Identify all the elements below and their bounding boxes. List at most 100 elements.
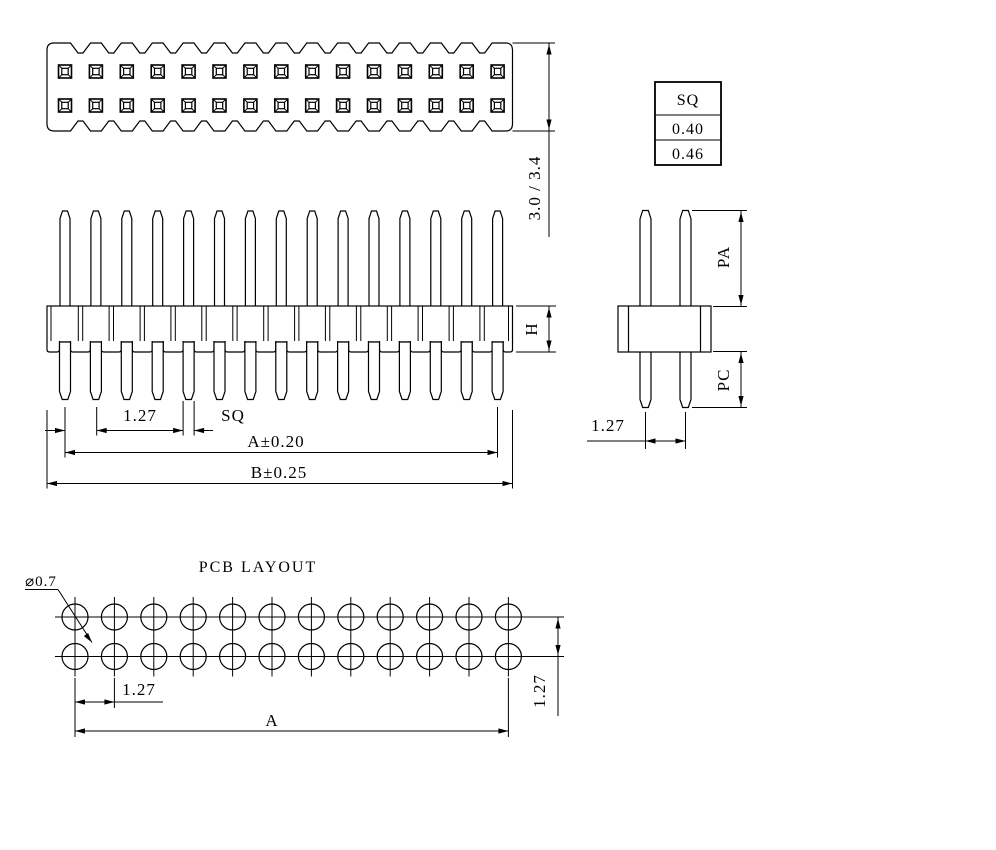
square-inner	[153, 67, 162, 76]
header-pin-bottom	[306, 341, 319, 401]
header-pin-bottom	[367, 341, 381, 401]
square-corner-chamfers	[213, 99, 226, 112]
square-outer	[366, 64, 382, 79]
pin-contact-square	[88, 64, 104, 79]
standoff-tab-fill	[317, 341, 338, 352]
square-inner	[122, 101, 131, 110]
sq-table-row-lines	[655, 114, 721, 141]
square-corner-chamfers	[120, 99, 134, 112]
dim-arrow	[502, 480, 513, 487]
pin-contact-square	[212, 98, 227, 113]
dim-arrow	[173, 427, 184, 434]
hole-crosshair	[173, 636, 214, 677]
pin-contact-square	[366, 98, 382, 113]
header-pin-bottom	[337, 341, 350, 401]
standoff-tab-fill	[47, 341, 60, 352]
square-inner	[122, 67, 131, 76]
pcb-hole	[291, 597, 332, 637]
square-corner-chamfers	[182, 99, 195, 112]
pcb-hole	[94, 597, 135, 637]
hole-crosshair	[94, 636, 135, 677]
dim-arrow	[96, 427, 107, 434]
square-outer	[273, 98, 289, 113]
dim-arrow	[55, 427, 65, 434]
dim-arrow	[47, 480, 57, 487]
hole-crosshair	[488, 597, 529, 637]
square-inner	[308, 101, 317, 110]
header-pin-top	[461, 210, 473, 306]
standoff-tab-fill	[503, 341, 513, 352]
standoff-tab-fill	[194, 341, 214, 352]
standoff-tab-fill	[101, 341, 122, 352]
front-view: H 1.27 SQ A±0.20 B±0.25	[45, 210, 556, 489]
header-pin-bottom	[244, 341, 257, 401]
hole-crosshair	[488, 636, 529, 677]
header-pin-bottom	[213, 341, 226, 401]
pcb-hole	[133, 636, 174, 677]
square-corner-chamfers	[244, 65, 257, 78]
hole-crosshair	[330, 636, 371, 677]
square-corner-chamfers	[398, 65, 412, 78]
pcb-hole	[370, 597, 411, 637]
pin-contact-square	[490, 64, 505, 79]
square-outer	[150, 64, 165, 79]
pin-contact-square	[428, 64, 444, 79]
pin-contact-square	[335, 64, 351, 79]
square-outer	[304, 98, 320, 113]
square-inner	[432, 101, 440, 110]
hole-crosshair	[252, 597, 292, 637]
pcb-hole	[212, 636, 253, 677]
dim-arrow	[65, 449, 75, 456]
top-view: 3.0 / 3.4	[46, 42, 555, 237]
dim-arrow	[546, 119, 552, 130]
square-inner	[92, 101, 100, 110]
pcb-dim-lines	[74, 616, 564, 737]
header-pin-bottom	[398, 341, 411, 401]
header-pin-top	[399, 210, 411, 306]
pin-contact-square	[335, 98, 351, 113]
pin-contact-square	[150, 64, 165, 79]
dim-h-label: H	[522, 322, 541, 335]
square-outer	[57, 98, 73, 113]
square-corner-chamfers	[151, 99, 165, 112]
square-corner-chamfers	[367, 65, 381, 78]
pcb-hole	[488, 636, 529, 677]
dim-arrow	[104, 699, 115, 705]
pcb-hole	[449, 597, 489, 637]
standoff-tab-fill	[348, 341, 369, 352]
square-corner-chamfers	[182, 65, 195, 78]
pcb-holes	[55, 597, 529, 677]
top-view-body	[46, 42, 514, 132]
pin-contact-square	[243, 98, 258, 113]
pin-contact-square	[150, 98, 165, 113]
hole-crosshair	[173, 597, 214, 637]
square-inner	[493, 101, 502, 110]
square-corner-chamfers	[89, 99, 103, 112]
square-corner-chamfers	[336, 99, 350, 112]
dim-arrow	[546, 307, 552, 318]
dim-arrow	[546, 44, 552, 55]
header-pin-top	[430, 210, 442, 306]
square-corner-chamfers	[491, 65, 504, 78]
header-pin-top	[90, 210, 102, 306]
hole-crosshair	[55, 636, 95, 677]
dim-pitch-label: 1.27	[123, 406, 157, 425]
square-inner	[184, 101, 193, 110]
square-inner	[153, 101, 162, 110]
pin-contact-square	[212, 64, 227, 79]
standoff-tab-fill	[132, 341, 153, 352]
side-view: PA PC 1.27	[587, 209, 747, 449]
dim-body-height-label: 3.0 / 3.4	[525, 156, 544, 221]
square-corner-chamfers	[429, 99, 443, 112]
side-view-body-ribs	[627, 306, 702, 352]
square-corner-chamfers	[58, 99, 72, 112]
hole-crosshair	[133, 636, 174, 677]
square-inner	[61, 67, 69, 76]
pin-contact-square	[119, 64, 135, 79]
hole-crosshair	[409, 597, 450, 637]
header-pin-top	[368, 210, 380, 306]
square-outer	[243, 98, 258, 113]
pcb-hole	[252, 636, 292, 677]
dim-hole-diameter-label: ⌀0.7	[25, 574, 57, 590]
